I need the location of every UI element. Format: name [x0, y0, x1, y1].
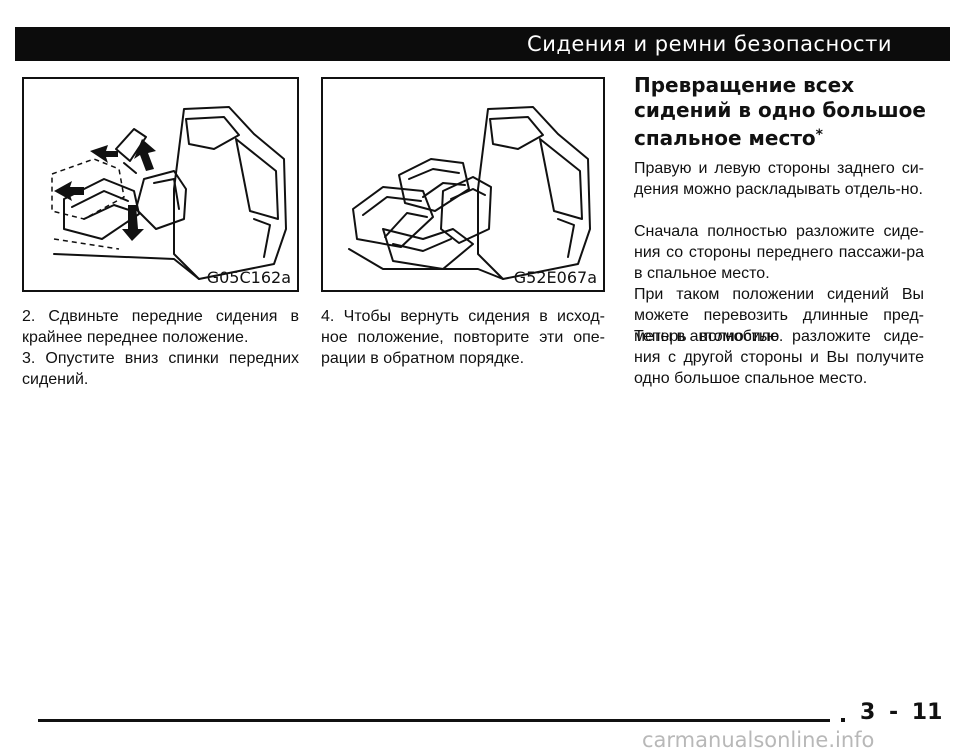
step-4-text: 4. Чтобы вернуть сидения в исход-ное пол…: [321, 308, 605, 367]
watermark: carmanualsonline.info: [642, 728, 875, 752]
right-paragraph-4: Теперь полностью разложите сиде-ния с др…: [634, 328, 924, 387]
footer-dot: [841, 718, 845, 722]
step-3-text: 3. Опустите вниз спинки передних сидений…: [22, 350, 299, 388]
figure-seats-bed: G52E067a: [321, 77, 605, 292]
figure-seats-folding: G05C162a: [22, 77, 299, 292]
section-header-bar: Сидения и ремни безопасности: [15, 27, 950, 61]
right-paragraph-2: Сначала полностью разложите сиде-ния со …: [634, 223, 924, 282]
seats-folding-illustration: [51, 106, 287, 280]
page-number: 3 - 11: [860, 700, 943, 725]
footer-rule: [38, 719, 830, 722]
right-paragraph-1: Правую и левую стороны заднего си-дения …: [634, 160, 924, 198]
section-title: Сидения и ремни безопасности: [527, 32, 892, 56]
optional-equipment-mark: *: [815, 127, 823, 143]
section-heading: Превращение всех сидений в одно большое …: [634, 73, 934, 151]
figure-code: G05C162a: [206, 268, 291, 287]
seats-bed-illustration: [348, 106, 591, 280]
section-heading-text: Превращение всех сидений в одно большое …: [634, 73, 926, 150]
right-paragraph-3: При таком положении сидений Вы можете пе…: [634, 286, 924, 345]
figure-code: G52E067a: [513, 268, 597, 287]
step-2-text: 2. Сдвиньте передние сидения в крайнее п…: [22, 308, 299, 346]
